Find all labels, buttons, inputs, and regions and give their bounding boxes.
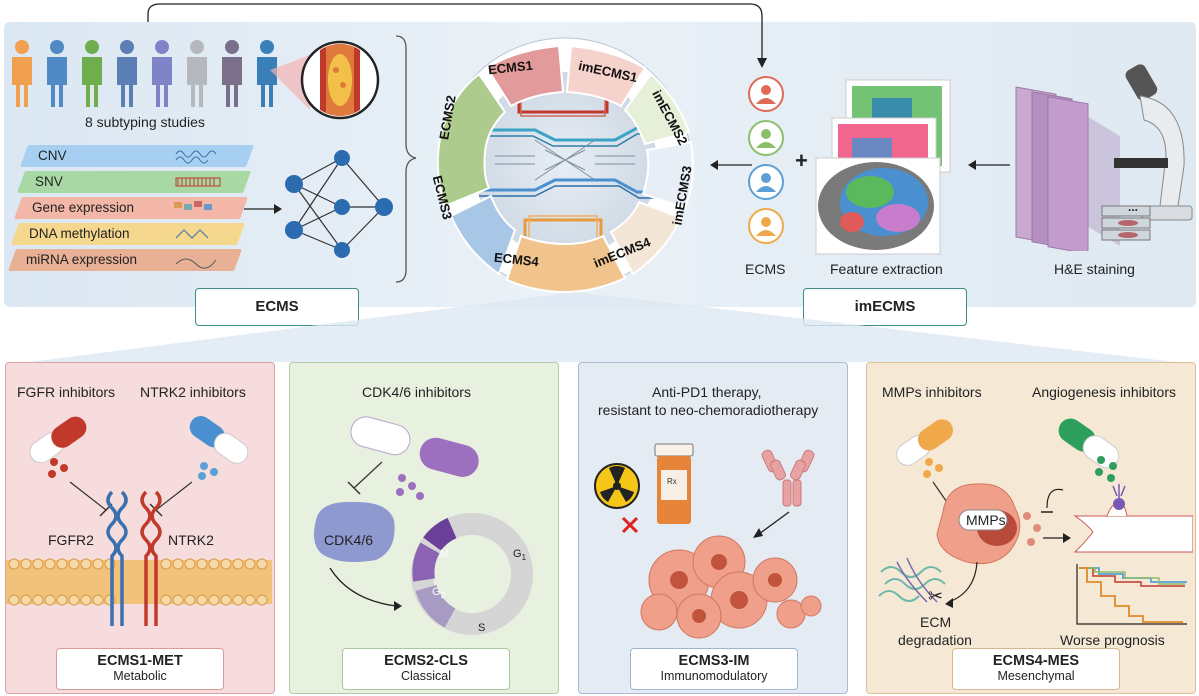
panel4-subtitle: Mesenchymal bbox=[997, 669, 1075, 683]
microscope-slides-icon bbox=[1015, 64, 1193, 251]
ecms-tag: ECMS bbox=[195, 288, 359, 326]
arrow-to-ring bbox=[710, 160, 752, 170]
degradation-label: degradation bbox=[898, 632, 972, 648]
panel2-title-box: ECMS2-CLS Classical bbox=[342, 648, 510, 690]
top-connector-arrow bbox=[147, 3, 767, 68]
panel3-title-box: ECMS3-IM Immunomodulatory bbox=[630, 648, 798, 690]
panel1-drug-left: FGFR inhibitors bbox=[17, 384, 116, 400]
funnel-shade bbox=[30, 292, 1175, 362]
receptor-ntrk2-label: NTRK2 bbox=[168, 532, 214, 548]
ecms-icons-label: ECMS bbox=[745, 261, 786, 277]
arrow-to-network bbox=[244, 204, 282, 214]
feature-maps bbox=[815, 79, 951, 255]
panel1-drug-right: NTRK2 inhibitors bbox=[140, 384, 246, 400]
ecm-label: ECM bbox=[920, 614, 952, 630]
panel2-illustration bbox=[314, 416, 533, 635]
panel1-illustration bbox=[6, 416, 272, 626]
phase-s-label: S bbox=[478, 622, 486, 634]
panel3-line1: Anti-PD1 therapy, bbox=[652, 384, 762, 400]
panel4-illustration bbox=[878, 418, 1193, 625]
subtype-ring bbox=[436, 37, 694, 294]
people-icons bbox=[12, 40, 277, 107]
ecms-user-icons bbox=[748, 76, 784, 244]
arrow-from-he bbox=[968, 160, 1010, 170]
subtyping-label: 8 subtyping studies bbox=[85, 114, 205, 130]
panel2-title: ECMS2-CLS bbox=[384, 653, 468, 669]
phase-m-label: M bbox=[440, 548, 450, 560]
panel4-title: ECMS4-MES bbox=[992, 653, 1080, 669]
plus-sign: + bbox=[795, 148, 808, 173]
panel1-subtitle: Metabolic bbox=[113, 669, 167, 683]
panel1-title-box: ECMS1-MET Metabolic bbox=[56, 648, 224, 690]
cdk-label: CDK4/6 bbox=[324, 532, 374, 548]
omics-glyphs bbox=[174, 150, 221, 269]
receptor-fgfr2-label: FGFR2 bbox=[48, 532, 94, 548]
phase-g2-label: G2 bbox=[432, 586, 446, 601]
phase-g1-label: G1 bbox=[513, 548, 527, 563]
panel2-drug: CDK4/6 inhibitors bbox=[362, 384, 471, 400]
panel3-illustration: Rx bbox=[594, 443, 822, 639]
neural-network-icon bbox=[285, 150, 393, 258]
imecms-tag: imECMS bbox=[803, 288, 967, 326]
panel1-title: ECMS1-MET bbox=[97, 653, 183, 669]
panel2-subtitle: Classical bbox=[400, 669, 451, 683]
grouping-brace bbox=[395, 35, 417, 283]
scissors-icon: ✂ bbox=[928, 586, 944, 606]
feature-extraction-label: Feature extraction bbox=[830, 261, 943, 277]
prognosis-label: Worse prognosis bbox=[1060, 632, 1165, 648]
panel-ecms1 bbox=[5, 362, 275, 694]
mmps-label: MMPs bbox=[966, 512, 1006, 528]
vessel-magnifier-icon bbox=[270, 40, 380, 120]
panel3-subtitle: Immunomodulatory bbox=[660, 669, 768, 683]
panel3-line2: resistant to neo-chemoradiotherapy bbox=[598, 402, 819, 418]
panel4-title-box: ECMS4-MES Mesenchymal bbox=[952, 648, 1120, 690]
rx-text: Rx bbox=[667, 477, 677, 486]
he-staining-label: H&E staining bbox=[1054, 261, 1135, 277]
he-dots: ... bbox=[1128, 200, 1139, 214]
panel4-drug-left: MMPs inhibitors bbox=[882, 384, 982, 400]
panel3-title: ECMS3-IM bbox=[678, 653, 750, 669]
panel-ecms3 bbox=[578, 362, 848, 694]
panel4-drug-right: Angiogenesis inhibitors bbox=[1032, 384, 1176, 400]
